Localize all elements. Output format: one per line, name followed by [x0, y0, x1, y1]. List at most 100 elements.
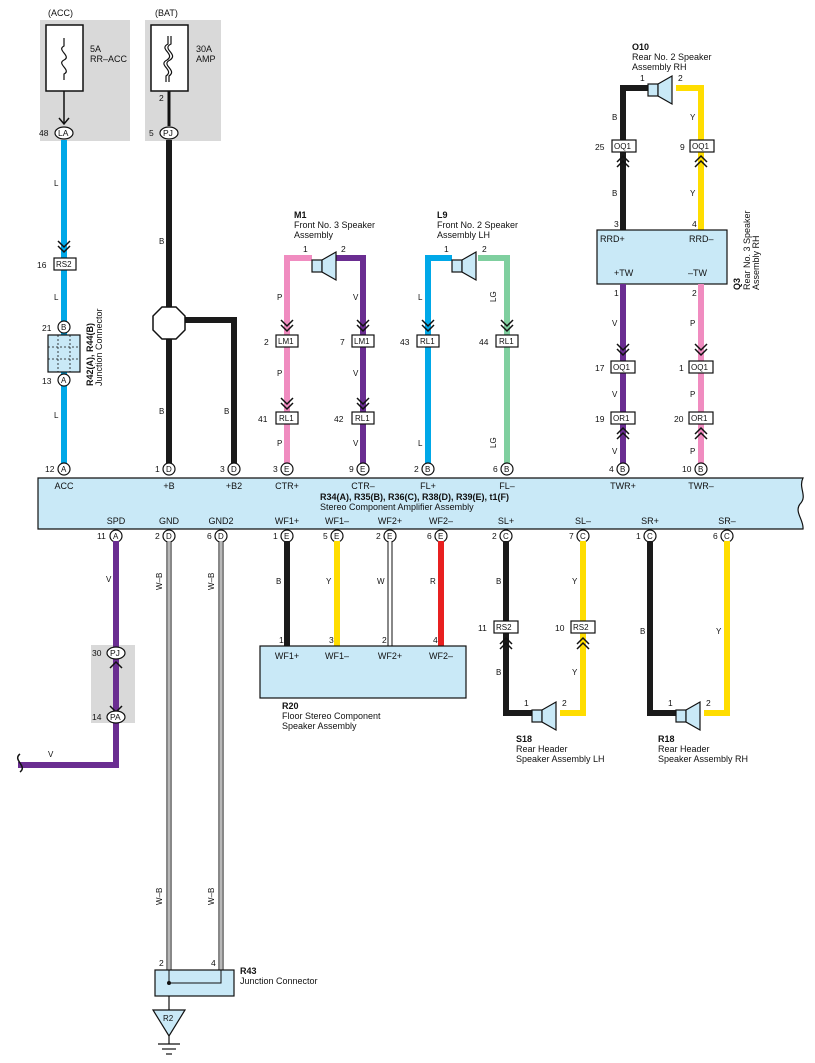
svg-text:W–B: W–B — [155, 573, 164, 590]
amp-pin-label: TWR+ — [610, 481, 636, 491]
svg-text:25: 25 — [595, 142, 605, 152]
svg-text:3: 3 — [614, 219, 619, 229]
svg-text:OQ1: OQ1 — [614, 142, 631, 151]
amp-pin-conn-letter: B — [425, 465, 430, 474]
svg-text:B: B — [224, 407, 229, 416]
svg-text:14: 14 — [92, 712, 102, 722]
svg-text:LM1: LM1 — [354, 337, 370, 346]
svg-text:RS2: RS2 — [56, 260, 72, 269]
svg-text:4: 4 — [211, 958, 216, 968]
amp-pin-connector — [616, 462, 630, 476]
svg-text:LM1: LM1 — [278, 337, 294, 346]
svg-text:B: B — [612, 113, 617, 122]
amp-pin-label: FL– — [499, 481, 515, 491]
svg-text:Rear No. 2 Speaker: Rear No. 2 Speaker — [632, 52, 712, 62]
amp-pin-label: SL+ — [498, 516, 514, 526]
svg-text:1: 1 — [679, 363, 684, 373]
connector-pj — [159, 126, 179, 140]
svg-text:L: L — [54, 411, 59, 420]
amp-pin-connector — [500, 462, 514, 476]
amp-pin-connector — [356, 462, 370, 476]
amp-pin-number: 9 — [349, 464, 354, 474]
speaker-m1-icon — [311, 250, 337, 282]
amp-pin-conn-letter: D — [166, 465, 172, 474]
svg-text:Rear No. 3 Speaker: Rear No. 3 Speaker — [742, 210, 752, 290]
wire-m1-pink — [284, 255, 312, 464]
svg-text:V: V — [48, 750, 54, 759]
svg-text:R20: R20 — [282, 701, 299, 711]
svg-text:LA: LA — [58, 128, 69, 138]
svg-text:Q3: Q3 — [732, 278, 742, 290]
amp-pin-connector — [694, 462, 708, 476]
wire-s18-yellow — [560, 541, 586, 716]
svg-text:Rear Header: Rear Header — [516, 744, 568, 754]
svg-text:RL1: RL1 — [355, 414, 370, 423]
amp-pin-number: 1 — [155, 464, 160, 474]
svg-text:21: 21 — [42, 323, 52, 333]
svg-text:2: 2 — [341, 244, 346, 254]
fuse1-rating: 5A — [90, 44, 101, 54]
svg-text:PJ: PJ — [110, 648, 120, 658]
inline-oq1-upper: OQ1 25 OQ1 9 — [595, 139, 715, 168]
svg-text:Rear Header: Rear Header — [658, 744, 710, 754]
svg-text:L: L — [418, 439, 423, 448]
amp-pin-connector — [421, 462, 435, 476]
svg-text:V: V — [353, 369, 359, 378]
svg-text:7: 7 — [340, 337, 345, 347]
amp-pin-label: CTR+ — [275, 481, 299, 491]
junction-connector-r42 — [47, 334, 81, 373]
svg-text:2: 2 — [159, 958, 164, 968]
svg-text:W–B: W–B — [207, 888, 216, 905]
svg-text:Speaker Assembly RH: Speaker Assembly RH — [658, 754, 748, 764]
amp-pin-conn-letter: C — [724, 532, 730, 541]
svg-text:30: 30 — [92, 648, 102, 658]
amplifier-codes: R34(A), R35(B), R36(C), R38(D), R39(E), … — [320, 492, 509, 502]
svg-text:PA: PA — [110, 712, 121, 722]
inline-connectors-row2: RL1 41 RL1 42 — [258, 397, 375, 425]
splice-octagon — [152, 306, 186, 340]
svg-text:Assembly RH: Assembly RH — [751, 235, 761, 290]
amplifier-box — [37, 477, 804, 530]
fuse-rr-acc-symbol — [61, 38, 67, 80]
wire-plus-b2 — [169, 317, 237, 464]
fuse-amp-symbol — [163, 36, 174, 82]
amplifier-name: Stereo Component Amplifier Assembly — [320, 502, 474, 512]
svg-text:B: B — [159, 407, 164, 416]
connector-la — [54, 126, 74, 140]
amp-pin-label: GND — [159, 516, 180, 526]
amp-pin-label: CTR– — [351, 481, 375, 491]
amp-pin-conn-letter: B — [698, 465, 703, 474]
svg-text:–TW: –TW — [688, 268, 708, 278]
svg-text:P: P — [690, 447, 695, 456]
svg-text:Front No. 3 Speaker: Front No. 3 Speaker — [294, 220, 375, 230]
svg-text:42: 42 — [334, 414, 344, 424]
amp-pin-label: ACC — [54, 481, 74, 491]
amp-pin-label: WF2+ — [378, 516, 402, 526]
amp-pin-label: WF2– — [429, 516, 453, 526]
svg-text:1: 1 — [640, 73, 645, 83]
svg-text:Y: Y — [716, 627, 722, 636]
svg-text:B: B — [276, 577, 281, 586]
amp-pin-conn-letter: B — [504, 465, 509, 474]
svg-text:Y: Y — [690, 189, 696, 198]
fuse2-pin: 2 — [159, 93, 164, 103]
svg-text:OQ1: OQ1 — [691, 363, 708, 372]
amp-pin-number: 6 — [427, 531, 432, 541]
amp-pin-+B: D1+B — [155, 462, 176, 491]
svg-text:2: 2 — [482, 244, 487, 254]
svg-text:2: 2 — [264, 337, 269, 347]
wire-o10-yellow — [676, 85, 704, 230]
svg-text:1: 1 — [668, 698, 673, 708]
svg-text:Junction Connector: Junction Connector — [240, 976, 318, 986]
svg-text:Speaker Assembly LH: Speaker Assembly LH — [516, 754, 605, 764]
svg-text:R18: R18 — [658, 734, 675, 744]
svg-text:Speaker Assembly: Speaker Assembly — [282, 721, 357, 731]
svg-text:L9: L9 — [437, 210, 448, 220]
svg-text:V: V — [612, 390, 618, 399]
svg-text:B: B — [640, 627, 645, 636]
speaker-l9-icon — [451, 250, 477, 282]
